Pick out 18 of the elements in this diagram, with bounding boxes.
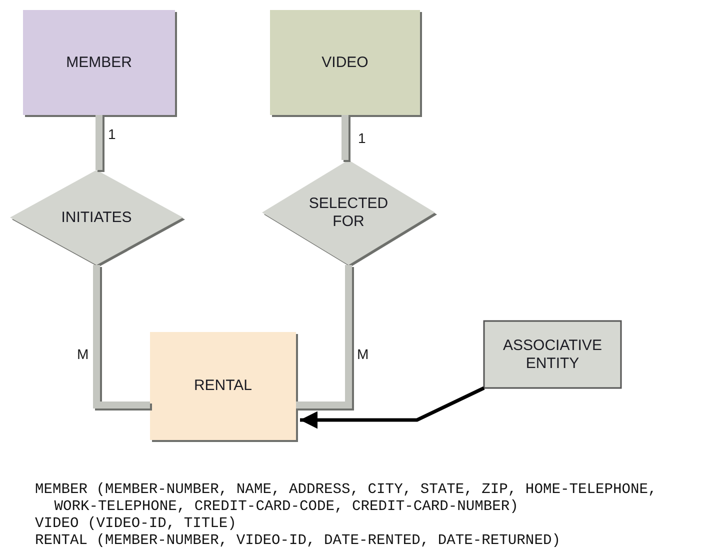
relation-schema: VIDEO (VIDEO-ID, TITLE) xyxy=(35,516,238,533)
cardinality-label: 1 xyxy=(358,130,366,146)
entity-label: MEMBER xyxy=(66,54,132,72)
connector-line xyxy=(96,115,102,170)
relationship-label: SELECTED FOR xyxy=(308,194,390,230)
cardinality-label: M xyxy=(77,346,89,362)
cardinality-label: M xyxy=(357,346,369,362)
cardinality-label: 1 xyxy=(108,126,116,142)
note-text: ASSOCIATIVE ENTITY xyxy=(502,336,603,372)
connector-line xyxy=(342,115,348,160)
relation-schema: MEMBER (MEMBER-NUMBER, NAME, ADDRESS, CITY, STATE, ZIP, HOME-TELEPHONE, WORK-TELEPHONE, CREDIT-CARD-CODE, CREDIT-CARD-NUMBER) xyxy=(35,482,658,516)
entity-label: RENTAL xyxy=(194,377,252,395)
connector-line xyxy=(296,265,352,408)
relationship-label: INITIATES xyxy=(61,208,132,226)
arrow xyxy=(300,386,485,429)
entity-label: VIDEO xyxy=(322,54,368,72)
connector-line xyxy=(93,265,150,408)
relation-schema: RENTAL (MEMBER-NUMBER, VIDEO-ID, DATE-RENTED, DATE-RETURNED) xyxy=(35,533,562,550)
